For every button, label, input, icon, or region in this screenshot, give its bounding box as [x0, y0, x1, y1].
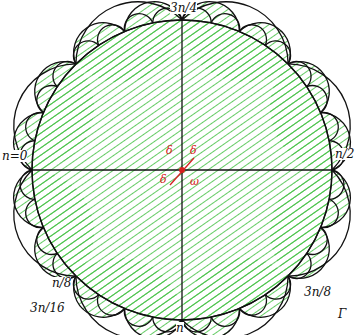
- geodesic-arc: [26, 199, 44, 227]
- geodesic-arc: [265, 276, 290, 299]
- geodesic-arc: [211, 309, 239, 327]
- geodesic-arc: [74, 23, 125, 64]
- geodesic-arc: [321, 112, 339, 140]
- geodesic-arc: [53, 61, 76, 86]
- geodesic-arc: [288, 227, 329, 278]
- geodesic-arc: [26, 112, 44, 140]
- angle-mark: δ: [160, 174, 167, 185]
- angle-label: n/2: [335, 148, 354, 160]
- geodesic-arc: [73, 41, 98, 64]
- geodesic-arc: [35, 227, 76, 278]
- geodesic-arc: [211, 14, 239, 32]
- boundary-circle: [32, 20, 332, 320]
- geodesic-arc: [288, 170, 350, 276]
- geodesic-arc: [288, 61, 311, 86]
- geodesic-arc: [182, 2, 288, 64]
- geodesic-arc: [98, 25, 125, 45]
- geodesic-arc: [124, 14, 152, 32]
- geodesic-arc: [124, 309, 152, 327]
- angle-mark: δ: [166, 145, 173, 156]
- hatched-region: [74, 2, 182, 83]
- geodesic-arc: [76, 276, 182, 335]
- geodesic-arc: [53, 253, 76, 278]
- geodesic-arc: [182, 20, 332, 170]
- geodesic-arc: [37, 227, 57, 254]
- geodesic-arc: [32, 170, 182, 320]
- geodesic-arc: [14, 170, 44, 227]
- geodesic-arc: [182, 170, 332, 320]
- geodesic-arc: [288, 62, 329, 113]
- geodesic-arc: [182, 276, 288, 335]
- geodesic-arc: [288, 253, 311, 278]
- geodesic-arc: [307, 86, 327, 113]
- geodesic-arc: [98, 295, 125, 315]
- angle-label: 3n/4: [170, 2, 197, 14]
- angle-label: 3n/8: [304, 286, 331, 298]
- geodesic-arc: [32, 20, 182, 170]
- angle-label: n=0: [2, 150, 27, 162]
- geodesic-arc: [76, 2, 182, 64]
- geodesic-arc: [239, 25, 266, 45]
- geodesic-arc: [265, 41, 290, 64]
- geodesic-arc: [14, 170, 76, 276]
- geodesic-arc: [239, 276, 290, 317]
- geodesic-arc: [321, 199, 339, 227]
- geodesic-arc: [239, 23, 290, 64]
- hatched-region: [32, 20, 332, 320]
- geodesic-arc: [74, 276, 125, 317]
- hatched-region: [270, 170, 351, 278]
- geodesic-arc: [307, 227, 327, 254]
- angle-label: Γ: [338, 308, 346, 320]
- hatched-region: [182, 258, 290, 335]
- geodesic-arc: [321, 170, 351, 227]
- hatched-region: [182, 2, 290, 83]
- hatched-region: [74, 258, 182, 335]
- geodesic-arc: [73, 276, 98, 299]
- angle-label: n/8: [52, 277, 71, 289]
- angle-mark: ω: [190, 176, 199, 187]
- angle-mark: δ: [190, 145, 197, 156]
- angle-label: 3n/16: [30, 302, 65, 314]
- hatched-region: [14, 170, 95, 278]
- geodesic-arc: [321, 113, 351, 170]
- geodesic-arc: [37, 86, 57, 113]
- angle-label: n: [176, 322, 184, 334]
- geodesic-arc: [35, 62, 76, 113]
- geodesic-arc: [239, 295, 266, 315]
